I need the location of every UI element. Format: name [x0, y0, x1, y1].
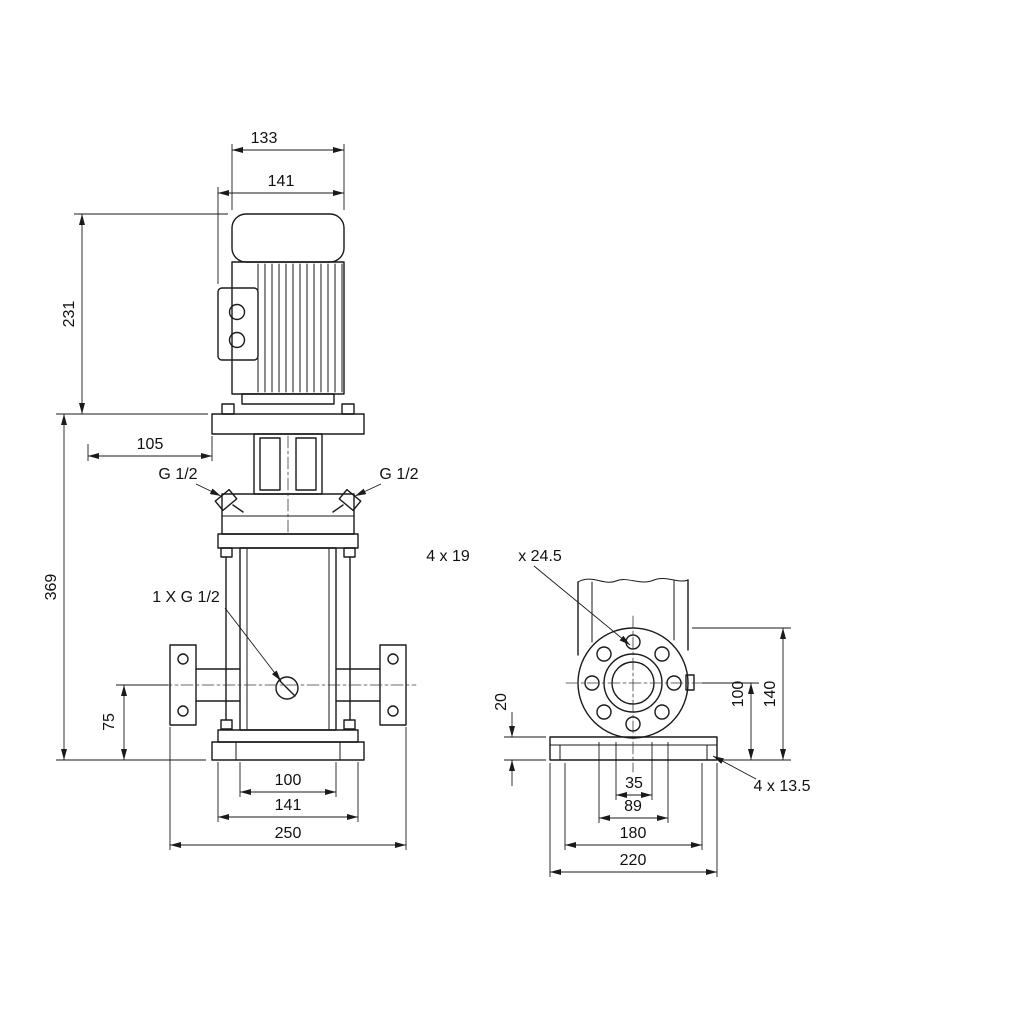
dim-base-thickness: 20 — [493, 693, 546, 786]
front-view — [159, 213, 417, 761]
motor-stool — [211, 393, 365, 495]
base-plate-side — [549, 736, 718, 761]
staybolt-nut — [343, 719, 356, 730]
pump-column — [577, 577, 689, 656]
drain-callout: 1 X G 1/2 — [152, 589, 282, 682]
flange-bolt-hole — [177, 653, 189, 665]
dim-port-to-port: 250 — [169, 727, 407, 850]
dim-250-label: 250 — [275, 825, 302, 842]
dim-100-side-label: 100 — [730, 681, 747, 708]
dim-base-width: 141 — [217, 762, 359, 822]
flange-bolt-label: 4 x 19 — [426, 548, 470, 565]
dim-220-label: 220 — [620, 852, 647, 869]
dim-motor-height: 231 — [56, 213, 228, 415]
motor — [217, 213, 345, 395]
lantern-window-left — [259, 437, 281, 491]
side-dimensions: 4 x 19 x 24.5 20 100 140 35 — [426, 548, 811, 877]
dim-bolt-span: 89 — [598, 742, 669, 823]
motor-fins — [257, 263, 343, 393]
dim-motor-width: 141 — [217, 173, 344, 284]
dim-140-label: 140 — [762, 681, 779, 708]
plug-right-label: G 1/2 — [379, 466, 418, 483]
vent-plug-left — [214, 488, 238, 512]
dim-35-label: 35 — [625, 775, 643, 792]
plug-callout-left: G 1/2 — [158, 466, 222, 497]
column-break-line — [577, 577, 689, 583]
flange-bolt-hole — [177, 705, 189, 717]
dim-133-label: 133 — [251, 130, 278, 147]
dim-141-top-label: 141 — [268, 173, 295, 190]
dim-180-label: 180 — [620, 825, 647, 842]
bolt-hole — [654, 646, 670, 662]
centerlines-front — [159, 435, 417, 686]
bolt-hole — [654, 704, 670, 720]
dim-231-label: 231 — [61, 301, 78, 328]
lantern-window-right — [295, 437, 317, 491]
dim-base-hole-spacing: 180 — [564, 763, 703, 850]
dim-base-length: 220 — [549, 763, 718, 877]
flange-counterbore-label: x 24.5 — [518, 548, 562, 565]
side-view — [549, 577, 718, 773]
drain-plug-label: 1 X G 1/2 — [152, 589, 220, 606]
staybolt-nut — [343, 547, 356, 558]
flange-bolt-hole — [387, 653, 399, 665]
gauge-tap — [685, 674, 695, 691]
dim-flange-top-height: 140 — [692, 627, 791, 760]
plug-callout-right: G 1/2 — [354, 466, 419, 497]
base-bolt-label: 4 x 13.5 — [754, 778, 811, 795]
terminal-box — [217, 287, 259, 361]
centerlines-side — [565, 615, 703, 773]
stool-bolt-left — [221, 403, 235, 415]
base-bolt-callout: 4 x 13.5 — [712, 755, 811, 795]
dim-105-label: 105 — [137, 436, 164, 453]
dim-20-label: 20 — [493, 693, 510, 711]
vent-plug-right — [338, 488, 362, 512]
dim-motor-body-width: 133 — [231, 130, 345, 210]
bolt-hole — [596, 704, 612, 720]
cable-entry-bottom — [228, 331, 246, 349]
dim-369-label: 369 — [43, 574, 60, 601]
cable-entry-top — [228, 303, 246, 321]
plug-left-label: G 1/2 — [158, 466, 197, 483]
pump-base — [211, 729, 365, 761]
dim-89-label: 89 — [624, 798, 642, 815]
outer-sleeve — [239, 547, 337, 731]
staybolt-nut — [220, 719, 233, 730]
stool-bolt-right — [341, 403, 355, 415]
dim-sleeve-width: 100 — [239, 762, 337, 797]
dim-75-label: 75 — [101, 713, 118, 731]
dim-port-center-height: 100 — [702, 681, 791, 761]
dim-port-height: 75 — [101, 684, 168, 760]
flange-bolt-hole — [387, 705, 399, 717]
dim-141-bottom-label: 141 — [275, 797, 302, 814]
flange-bolt-callout: 4 x 19 x 24.5 — [426, 548, 631, 646]
bolt-hole — [596, 646, 612, 662]
dim-head-width: 105 — [87, 436, 213, 461]
dim-pump-height: 369 — [43, 414, 206, 761]
dim-port-offset: 35 — [615, 742, 653, 800]
front-dimensions: 133 141 231 105 G 1/2 G 1/2 — [43, 130, 419, 850]
staybolt-nut — [220, 547, 233, 558]
dim-100-bottom-label: 100 — [275, 772, 302, 789]
drain-plug — [275, 676, 299, 700]
